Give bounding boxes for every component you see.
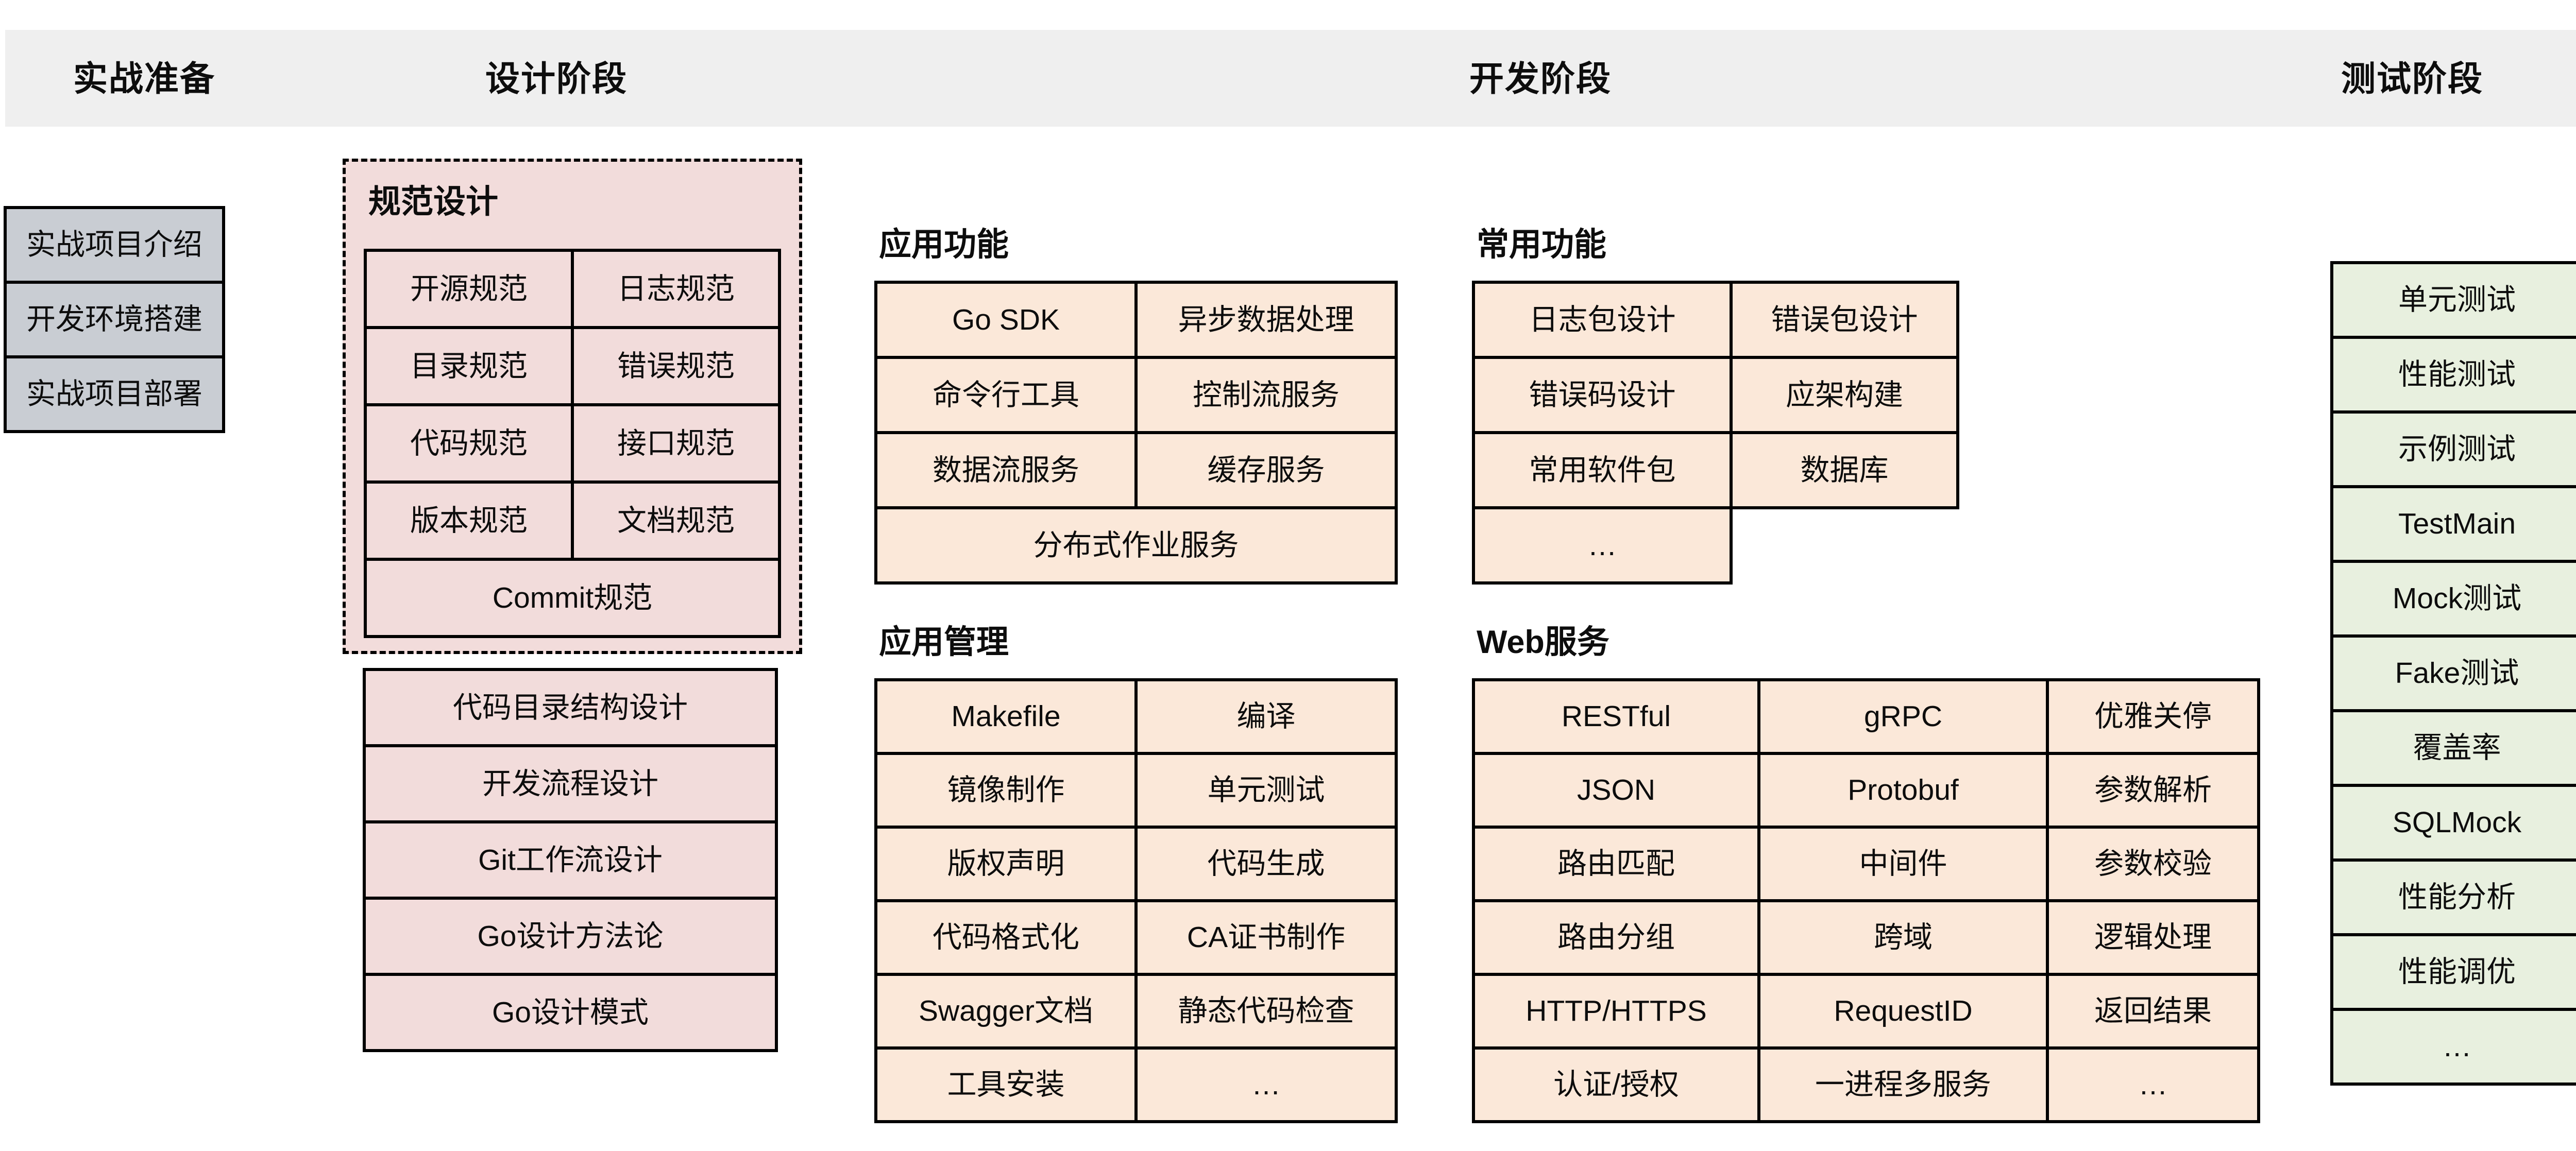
phase-arrow-banner bbox=[5, 4, 2576, 153]
table-cell: 日志包设计 bbox=[1472, 281, 1733, 359]
table-cell: 参数校验 bbox=[2046, 826, 2260, 902]
table-cell: 开源规范 bbox=[364, 249, 574, 329]
list-item: Go设计模式 bbox=[363, 973, 778, 1052]
list-item: 代码目录结构设计 bbox=[363, 668, 778, 747]
phase-label-test: 测试阶段 bbox=[2341, 60, 2483, 98]
section-title-app-features: 应用功能 bbox=[879, 227, 1009, 263]
table-cell: Protobuf bbox=[1757, 752, 2049, 829]
table-cell: 编译 bbox=[1134, 678, 1398, 755]
table-cell: RESTful bbox=[1472, 678, 1760, 755]
table-cell: 静态代码检查 bbox=[1134, 973, 1398, 1050]
table-cell: 数据流服务 bbox=[874, 431, 1138, 509]
table-cell: 路由匹配 bbox=[1472, 826, 1760, 902]
table-cell: 分布式作业服务 bbox=[874, 506, 1398, 585]
list-item: 单元测试 bbox=[2330, 261, 2576, 339]
table-cell: 参数解析 bbox=[2046, 752, 2260, 829]
prep-topics-list: 实战项目介绍开发环境搭建实战项目部署 bbox=[4, 206, 225, 433]
table-cell: 错误码设计 bbox=[1472, 356, 1733, 434]
table-cell: 缓存服务 bbox=[1134, 431, 1398, 509]
table-cell: 返回结果 bbox=[2046, 973, 2260, 1050]
table-cell: Commit规范 bbox=[364, 558, 781, 638]
table-cell: 版权声明 bbox=[874, 826, 1138, 902]
phase-label-design: 设计阶段 bbox=[485, 60, 628, 98]
section-title-app-management: 应用管理 bbox=[879, 624, 1009, 660]
table-cell: 文档规范 bbox=[571, 480, 781, 561]
table-cell: 版本规范 bbox=[364, 480, 574, 561]
list-item: Fake测试 bbox=[2330, 634, 2576, 712]
table-cell: 认证/授权 bbox=[1472, 1046, 1760, 1123]
table-cell: JSON bbox=[1472, 752, 1760, 829]
table-cell: 代码规范 bbox=[364, 403, 574, 484]
table-cell: 目录规范 bbox=[364, 326, 574, 406]
table-cell: 控制流服务 bbox=[1134, 356, 1398, 434]
table-cell: Swagger文档 bbox=[874, 973, 1138, 1050]
list-item: 实战项目部署 bbox=[4, 355, 225, 433]
table-cell: 跨域 bbox=[1757, 899, 2049, 976]
list-item: 实战项目介绍 bbox=[4, 206, 225, 284]
table-cell: 日志规范 bbox=[571, 249, 781, 329]
table-cell: 路由分组 bbox=[1472, 899, 1760, 976]
table-cell: … bbox=[1134, 1046, 1398, 1123]
section-title-web-service: Web服务 bbox=[1477, 624, 1609, 660]
table-cell: 代码格式化 bbox=[874, 899, 1138, 976]
table-cell: 错误包设计 bbox=[1730, 281, 1959, 359]
table-cell: … bbox=[1472, 506, 1733, 585]
common-features-table: 日志包设计错误包设计错误码设计应架构建常用软件包数据库… bbox=[1472, 281, 1959, 585]
list-item: Go设计方法论 bbox=[363, 897, 778, 976]
list-item: 性能调优 bbox=[2330, 933, 2576, 1011]
table-cell: gRPC bbox=[1757, 678, 2049, 755]
table-cell: 代码生成 bbox=[1134, 826, 1398, 902]
list-item: Git工作流设计 bbox=[363, 820, 778, 900]
list-item: 示例测试 bbox=[2330, 410, 2576, 488]
table-cell: 镜像制作 bbox=[874, 752, 1138, 829]
table-cell: 工具安装 bbox=[874, 1046, 1138, 1123]
table-cell: … bbox=[2046, 1046, 2260, 1123]
table-cell: 应架构建 bbox=[1730, 356, 1959, 434]
table-cell: 优雅关停 bbox=[2046, 678, 2260, 755]
table-cell: CA证书制作 bbox=[1134, 899, 1398, 976]
list-item: Mock测试 bbox=[2330, 560, 2576, 638]
list-item: TestMain bbox=[2330, 485, 2576, 563]
section-title-common-features: 常用功能 bbox=[1477, 227, 1606, 263]
table-cell: 一进程多服务 bbox=[1757, 1046, 2049, 1123]
table-cell: 逻辑处理 bbox=[2046, 899, 2260, 976]
list-item: 性能分析 bbox=[2330, 858, 2576, 936]
list-item: 性能测试 bbox=[2330, 336, 2576, 414]
group-title-spec-design: 规范设计 bbox=[368, 184, 498, 220]
table-cell: Go SDK bbox=[874, 281, 1138, 359]
table-cell: 中间件 bbox=[1757, 826, 2049, 902]
table-cell: 命令行工具 bbox=[874, 356, 1138, 434]
table-cell: Makefile bbox=[874, 678, 1138, 755]
table-cell: RequestID bbox=[1757, 973, 2049, 1050]
list-item: 开发环境搭建 bbox=[4, 281, 225, 358]
table-cell: 接口规范 bbox=[571, 403, 781, 484]
phase-label-prep: 实战准备 bbox=[73, 60, 215, 98]
table-cell: 错误规范 bbox=[571, 326, 781, 406]
phase-label-dev: 开发阶段 bbox=[1469, 60, 1612, 98]
table-cell: 常用软件包 bbox=[1472, 431, 1733, 509]
table-cell: HTTP/HTTPS bbox=[1472, 973, 1760, 1050]
list-item: 开发流程设计 bbox=[363, 744, 778, 823]
table-cell: 单元测试 bbox=[1134, 752, 1398, 829]
list-item: 覆盖率 bbox=[2330, 709, 2576, 787]
list-item: SQLMock bbox=[2330, 784, 2576, 862]
table-cell: 数据库 bbox=[1730, 431, 1959, 509]
table-cell: 异步数据处理 bbox=[1134, 281, 1398, 359]
list-item: … bbox=[2330, 1008, 2576, 1086]
